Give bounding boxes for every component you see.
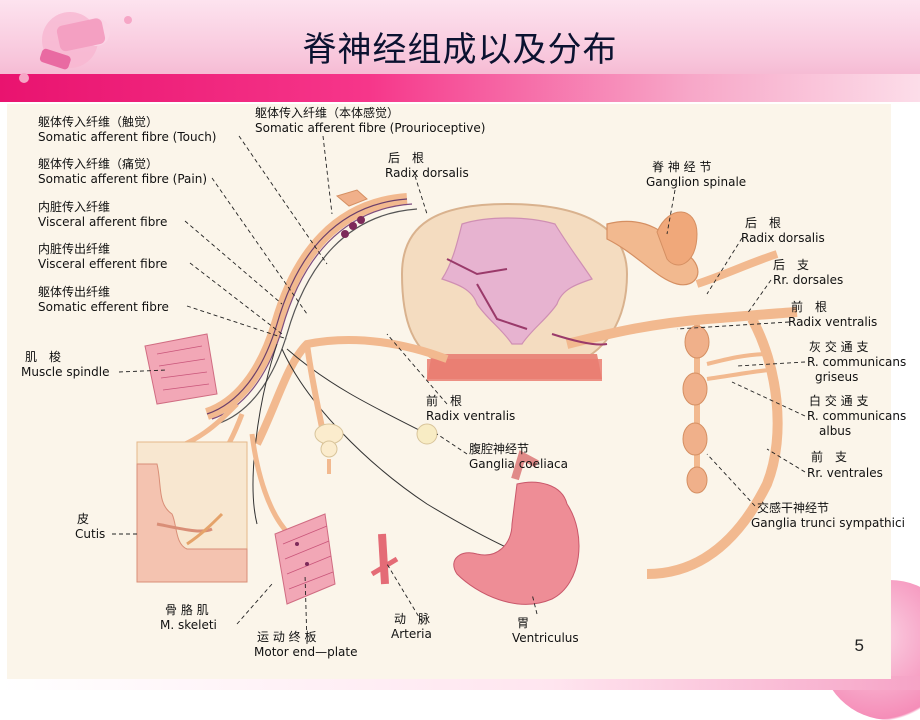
label-skeletal-en: M. skeleti — [160, 618, 217, 632]
skin-cutis — [136, 441, 248, 583]
spinal-nerve-diagram: 躯体传入纤维（触觉） Somatic afferent fibre (Touch… — [7, 104, 906, 679]
label-radix-dorsalis-1-cn: 后 根 — [388, 151, 425, 165]
label-radix-ventralis-2-cn: 前 根 — [791, 300, 828, 314]
muscle-spindle — [144, 333, 218, 405]
label-muscle-spindle-en: Muscle spindle — [21, 365, 110, 379]
skeletal-muscle — [274, 513, 336, 605]
label-ventriculus-cn: 胃 — [517, 616, 530, 630]
label-somatic-pain-cn: 躯体传入纤维（痛觉） — [38, 157, 159, 171]
label-somatic-proprio-en: Somatic afferent fibre (Prourioceptive) — [255, 121, 486, 135]
label-ventriculus-en: Ventriculus — [512, 631, 579, 645]
ventral-ramus — [646, 316, 783, 579]
label-somatic-eff-cn: 躯体传出纤维 — [38, 285, 111, 299]
label-radix-ventralis-2-en: Radix ventralis — [788, 315, 878, 329]
label-visceral-eff-en: Visceral efferent fibre — [38, 257, 168, 271]
label-cutis-en: Cutis — [75, 527, 106, 541]
header-accent-band — [0, 74, 920, 102]
label-ganglia-coeliaca-cn: 腹腔神经节 — [469, 442, 530, 456]
label-radix-ventralis-1-cn: 前 根 — [426, 394, 463, 408]
label-visceral-eff-cn: 内脏传出纤维 — [38, 242, 111, 256]
label-r-comm-albus-en2: albus — [819, 424, 852, 438]
label-motor-plate-cn: 运 动 终 板 — [257, 630, 317, 644]
label-somatic-eff-en: Somatic efferent fibre — [38, 300, 169, 314]
label-r-comm-albus-en1: R. communicans — [807, 409, 907, 423]
label-somatic-touch-en: Somatic afferent fibre (Touch) — [38, 130, 217, 144]
label-rr-ventrales-cn: 前 支 — [811, 450, 848, 464]
dorsal-ramus — [695, 250, 779, 288]
label-arteria-en: Arteria — [391, 627, 432, 641]
label-ganglia-trunci-en: Ganglia trunci sympathici — [751, 516, 905, 530]
label-arteria-cn: 动 脉 — [394, 612, 431, 626]
label-muscle-spindle-cn: 肌 梭 — [25, 350, 62, 364]
slide-title: 脊神经组成以及分布 — [302, 30, 618, 70]
spinal-cord — [400, 202, 629, 381]
label-somatic-proprio-cn: 躯体传入纤维（本体感觉） — [255, 106, 400, 120]
label-r-comm-griseus-en1: R. communicans — [807, 355, 907, 369]
label-ganglia-coeliaca-en: Ganglia coeliaca — [469, 457, 569, 471]
label-radix-dorsalis-2-cn: 后 根 — [745, 216, 782, 230]
label-r-comm-albus-cn: 白 交 通 支 — [809, 394, 869, 408]
label-rr-dorsales-cn: 后 支 — [773, 258, 810, 272]
label-rr-dorsales-en: Rr. dorsales — [773, 273, 844, 287]
label-radix-dorsalis-1-en: Radix dorsalis — [385, 166, 469, 180]
label-ganglion-spinale-cn: 脊 神 经 节 — [652, 160, 712, 174]
label-ganglion-spinale-en: Ganglion spinale — [646, 175, 747, 189]
page-number: 5 — [854, 636, 864, 655]
label-rr-ventrales-en: Rr. ventrales — [807, 466, 883, 480]
label-visceral-aff-cn: 内脏传入纤维 — [38, 200, 111, 214]
label-r-comm-griseus-en2: griseus — [815, 370, 859, 384]
label-visceral-aff-en: Visceral afferent fibre — [38, 215, 168, 229]
footer-accent-bar — [0, 676, 920, 690]
label-somatic-touch-cn: 躯体传入纤维（触觉） — [38, 115, 159, 129]
ganglia-coeliaca — [314, 423, 438, 474]
label-ganglia-trunci-cn: 交感干神经节 — [757, 501, 830, 515]
label-skeletal-cn: 骨 胳 肌 — [165, 603, 209, 617]
decorative-ornament-icon — [19, 12, 132, 83]
slide-header: 脊神经组成以及分布 — [0, 0, 920, 102]
artery — [370, 533, 399, 585]
label-radix-ventralis-1-en: Radix ventralis — [426, 409, 516, 423]
stomach — [453, 450, 580, 605]
label-cutis-cn: 皮 — [77, 512, 90, 526]
label-radix-dorsalis-2-en: Radix dorsalis — [741, 231, 825, 245]
sympathetic-trunk — [682, 324, 770, 494]
label-r-comm-griseus-cn: 灰 交 通 支 — [809, 340, 869, 354]
label-somatic-pain-en: Somatic afferent fibre (Pain) — [38, 172, 208, 186]
anatomy-illustration — [136, 189, 798, 605]
label-motor-plate-en: Motor end—plate — [254, 645, 358, 659]
